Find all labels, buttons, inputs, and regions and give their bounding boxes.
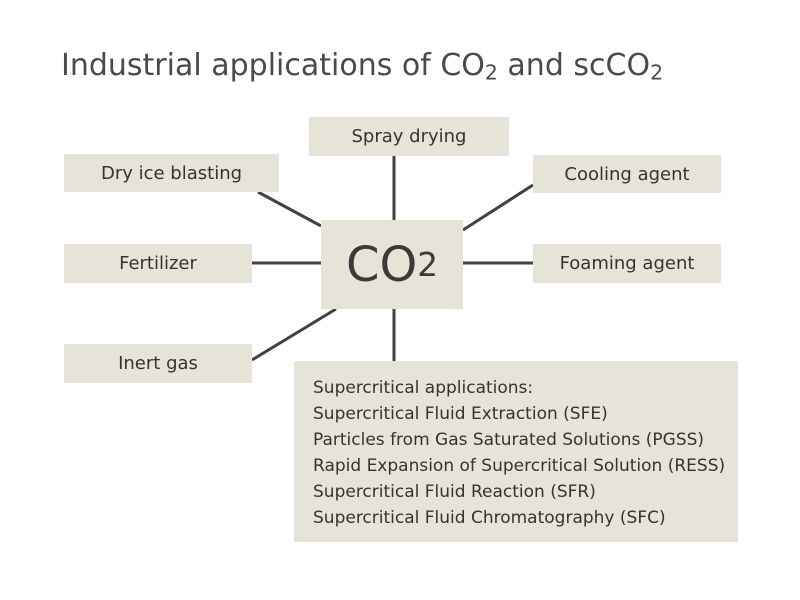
center-label: CO (345, 236, 418, 293)
node-spray-drying: Spray drying (309, 117, 509, 156)
supercritical-item-sfc: Supercritical Fluid Chromatography (SFC) (313, 508, 666, 528)
supercritical-item-ress: Rapid Expansion of Supercritical Solutio… (313, 456, 726, 476)
supercritical-heading: Supercritical applications: (313, 378, 534, 398)
node-dry-ice-blasting: Dry ice blasting (64, 154, 279, 192)
connector-dry-ice-blasting (257, 190, 322, 228)
diagram-title: Industrial applications of CO2 and scCO2 (61, 48, 663, 84)
node-fertilizer: Fertilizer (64, 244, 252, 283)
node-label: Fertilizer (119, 253, 197, 274)
connector-inert-gas (251, 307, 337, 362)
connector-cooling-agent (462, 183, 534, 232)
node-label: Dry ice blasting (100, 162, 243, 184)
node-label: Inert gas (118, 353, 198, 374)
supercritical-item-sfe: Supercritical Fluid Extraction (SFE) (313, 404, 608, 424)
title-text: Industrial applications of CO (61, 48, 485, 83)
node-inert-gas: Inert gas (64, 344, 252, 383)
title-subscript-2: 2 (650, 60, 664, 85)
node-label: Cooling agent (564, 163, 690, 185)
title-subscript-1: 2 (484, 60, 498, 85)
node-label: Spray drying (351, 126, 467, 147)
title-text-2: and scCO (497, 48, 651, 83)
node-cooling-agent: Cooling agent (533, 155, 721, 193)
center-subscript: 2 (417, 245, 439, 284)
supercritical-item-sfr: Supercritical Fluid Reaction (SFR) (313, 482, 596, 502)
supercritical-item-pgss: Particles from Gas Saturated Solutions (… (313, 430, 705, 450)
supercritical-applications-box: Supercritical applications: Supercritica… (294, 361, 738, 542)
node-foaming-agent: Foaming agent (533, 244, 721, 283)
node-label: Foaming agent (559, 253, 695, 274)
